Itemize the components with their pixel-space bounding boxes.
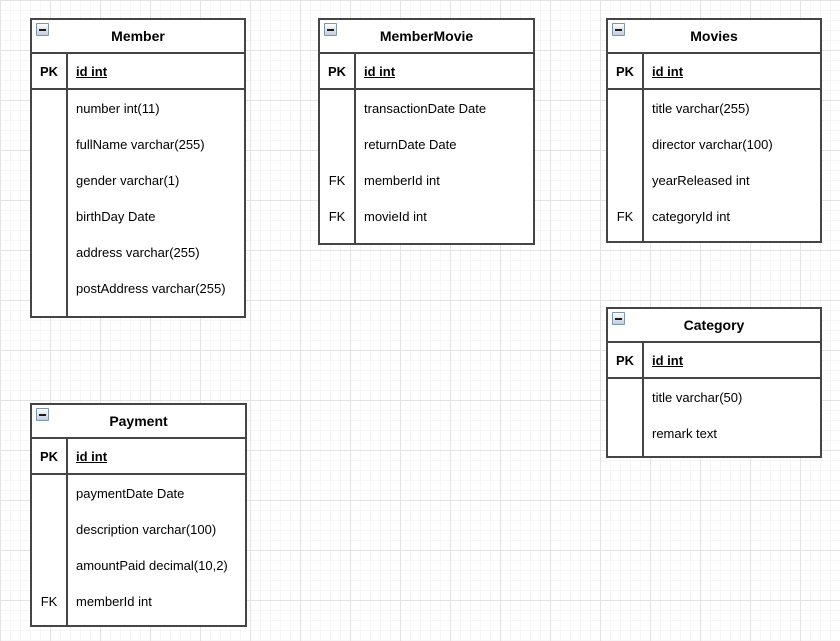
collapse-icon[interactable] [612,312,625,325]
entity-table-payment[interactable]: Payment PK id int paymentDate Date descr… [30,403,247,627]
table-row-pk[interactable]: PK id int [608,343,820,379]
table-row[interactable]: title varchar(255) [608,90,820,126]
collapse-icon[interactable] [36,23,49,36]
entity-table-movies[interactable]: Movies PK id int title varchar(255) dire… [606,18,822,243]
table-row[interactable]: returnDate Date [320,126,533,162]
table-title: Member [111,28,165,44]
table-title: MemberMovie [379,28,474,44]
table-row[interactable]: description varchar(100) [32,511,245,547]
field-cell: id int [364,63,396,79]
key-cell: PK [615,63,635,79]
entity-table-category[interactable]: Category PK id int title varchar(50) rem… [606,307,822,458]
minus-glyph [39,28,46,31]
minus-glyph [615,317,622,320]
field-cell: memberId int [76,593,152,609]
table-header[interactable]: Payment [32,405,245,439]
field-cell: director varchar(100) [652,136,773,152]
table-header[interactable]: Member [32,20,244,54]
collapse-icon[interactable] [36,408,49,421]
key-cell: PK [39,448,59,464]
field-cell: birthDay Date [76,208,156,224]
field-cell: categoryId int [652,208,731,224]
table-row-pk[interactable]: PK id int [32,54,244,90]
table-title: Payment [109,413,168,429]
table-body: PK id int title varchar(255) director va… [608,54,820,241]
field-cell: address varchar(255) [76,244,200,260]
field-cell: fullName varchar(255) [76,136,205,152]
table-body: PK id int title varchar(50) remark text [608,343,820,456]
table-row[interactable]: amountPaid decimal(10,2) [32,547,245,583]
column-divider [642,54,644,241]
field-cell: returnDate Date [364,136,457,152]
key-cell: PK [615,352,635,368]
table-row[interactable]: FK movieId int [320,198,533,234]
field-cell: id int [76,448,108,464]
field-cell: remark text [652,425,718,441]
table-header[interactable]: MemberMovie [320,20,533,54]
key-cell: FK [40,593,58,609]
key-cell: FK [328,172,346,188]
table-row[interactable]: yearReleased int [608,162,820,198]
table-title: Movies [690,28,738,44]
field-cell: id int [652,63,684,79]
table-body: PK id int transactionDate Date returnDat… [320,54,533,243]
table-row[interactable]: transactionDate Date [320,90,533,126]
table-row[interactable]: address varchar(255) [32,234,244,270]
table-body: PK id int paymentDate Date description v… [32,439,245,625]
field-cell: title varchar(50) [652,389,743,405]
table-row[interactable]: FK categoryId int [608,198,820,234]
table-row[interactable]: director varchar(100) [608,126,820,162]
column-divider [66,439,68,625]
entity-table-member[interactable]: Member PK id int number int(11) fullName… [30,18,246,318]
minus-glyph [615,28,622,31]
field-cell: yearReleased int [652,172,750,188]
field-cell: gender varchar(1) [76,172,180,188]
field-cell: id int [652,352,684,368]
table-row-pk[interactable]: PK id int [320,54,533,90]
table-row[interactable]: FK memberId int [320,162,533,198]
table-row[interactable]: FK memberId int [32,583,245,619]
field-cell: id int [76,63,108,79]
table-title: Category [683,317,745,333]
field-cell: memberId int [364,172,440,188]
column-divider [354,54,356,243]
field-cell: movieId int [364,208,427,224]
table-row[interactable]: gender varchar(1) [32,162,244,198]
minus-glyph [327,28,334,31]
table-header[interactable]: Category [608,309,820,343]
column-divider [642,343,644,456]
table-row[interactable]: number int(11) [32,90,244,126]
collapse-icon[interactable] [324,23,337,36]
field-cell: paymentDate Date [76,485,185,501]
table-row[interactable]: postAddress varchar(255) [32,270,244,306]
table-header[interactable]: Movies [608,20,820,54]
key-cell: PK [39,63,59,79]
key-cell: PK [327,63,347,79]
table-row-pk[interactable]: PK id int [608,54,820,90]
column-divider [66,54,68,316]
table-row[interactable]: birthDay Date [32,198,244,234]
entity-table-membermovie[interactable]: MemberMovie PK id int transactionDate Da… [318,18,535,245]
field-cell: transactionDate Date [364,100,487,116]
table-row[interactable]: title varchar(50) [608,379,820,415]
field-cell: amountPaid decimal(10,2) [76,557,228,573]
field-cell: number int(11) [76,100,160,116]
table-row[interactable]: fullName varchar(255) [32,126,244,162]
table-row[interactable]: paymentDate Date [32,475,245,511]
key-cell: FK [328,208,346,224]
collapse-icon[interactable] [612,23,625,36]
table-row-pk[interactable]: PK id int [32,439,245,475]
field-cell: postAddress varchar(255) [76,280,226,296]
table-row[interactable]: remark text [608,415,820,451]
key-cell: FK [616,208,634,224]
minus-glyph [39,413,46,416]
field-cell: description varchar(100) [76,521,217,537]
table-body: PK id int number int(11) fullName varcha… [32,54,244,316]
field-cell: title varchar(255) [652,100,750,116]
